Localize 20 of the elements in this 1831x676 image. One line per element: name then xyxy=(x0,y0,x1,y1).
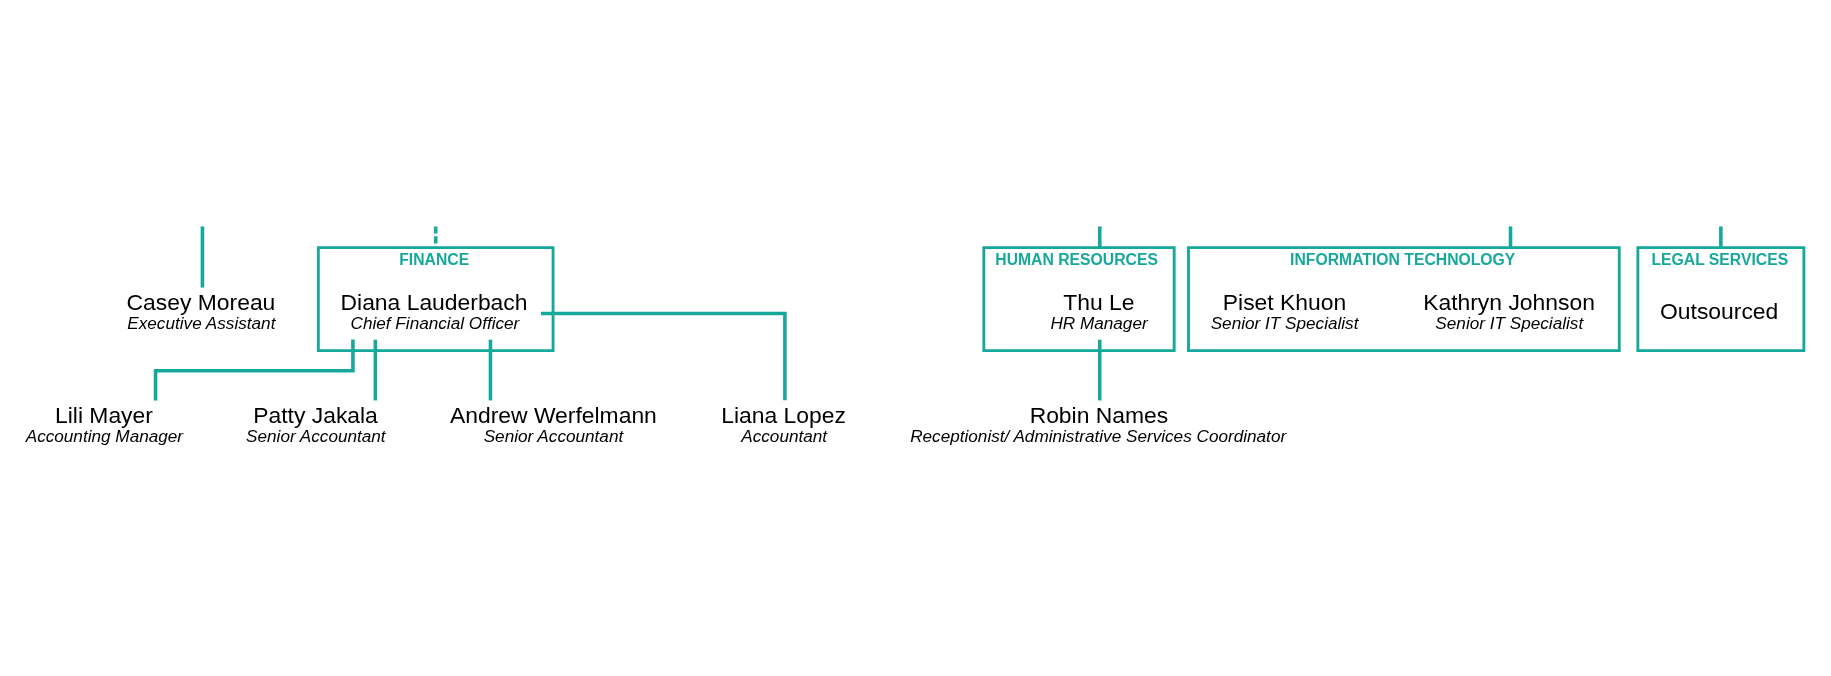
node-text: Piset Khuon Senior IT Specialist xyxy=(1210,288,1359,333)
node-text: Patty Jakala Senior Accountant xyxy=(246,401,386,446)
node-text: Casey Moreau Executive Assistant xyxy=(126,288,276,333)
connector xyxy=(1097,339,1102,400)
node-text: Liana Lopez Accountant xyxy=(721,401,846,446)
node-text: Lili Mayer Accounting Manager xyxy=(25,401,184,446)
connector xyxy=(1097,225,1102,248)
node-text: Thu Le HR Manager xyxy=(1050,288,1148,333)
node-text: Outsourced xyxy=(1660,297,1779,324)
connector xyxy=(1508,225,1513,248)
connector xyxy=(488,339,493,400)
node-text: Diana Lauderbach Chief Financial Officer xyxy=(340,288,528,333)
connector xyxy=(200,225,205,288)
connector xyxy=(540,311,787,400)
node-text: Kathryn Johnson Senior IT Specialist xyxy=(1423,288,1595,333)
connector xyxy=(433,225,438,248)
connector xyxy=(1719,225,1723,248)
node-text: Robin Names Receptionist/ Administrative Services Coordinator xyxy=(910,401,1287,446)
connector xyxy=(373,339,378,400)
node-text: Andrew Werfelmann Senior Accountant xyxy=(450,401,657,446)
